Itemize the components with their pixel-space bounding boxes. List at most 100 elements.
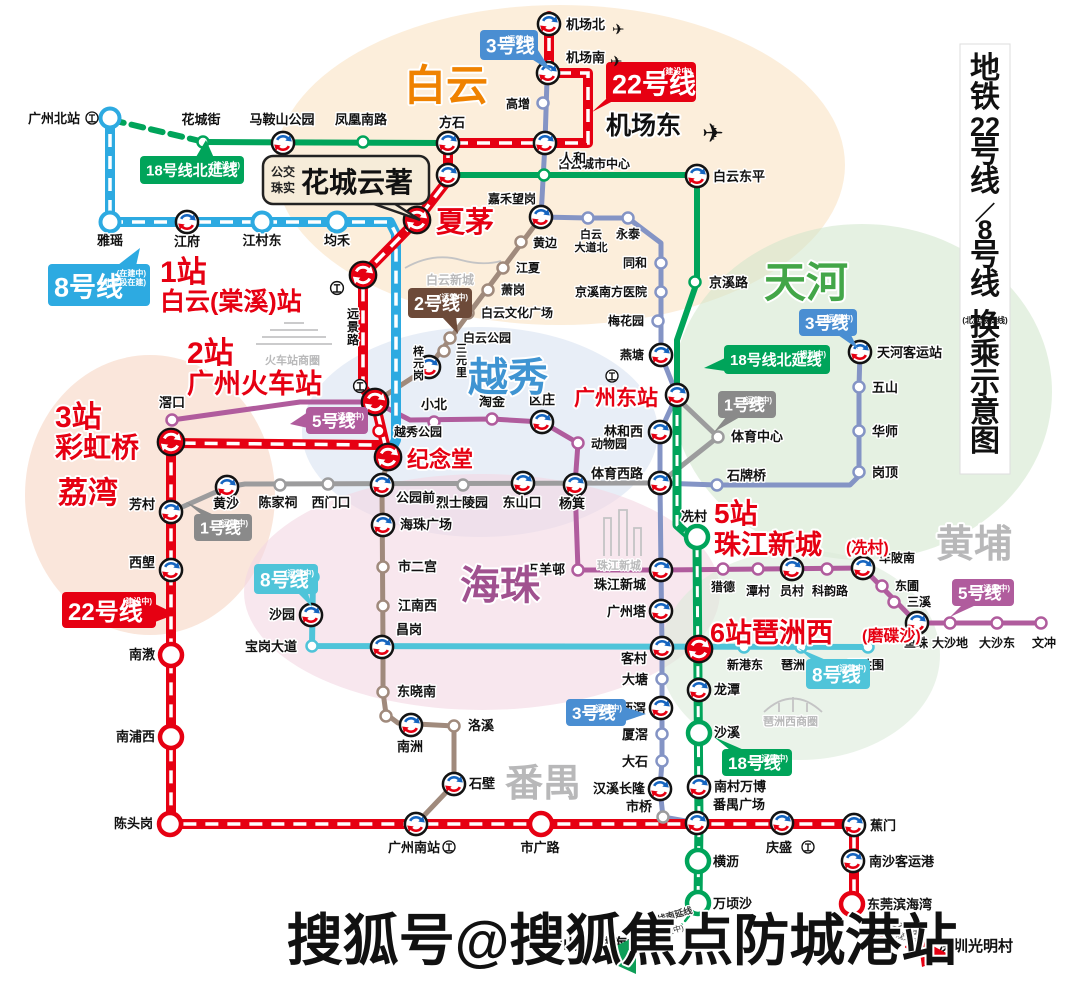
station-marker	[298, 602, 324, 628]
station-marker	[840, 848, 866, 874]
map-text: 白云	[404, 62, 488, 109]
station-label: 江村东	[242, 233, 281, 248]
station-label: 人和	[560, 151, 586, 166]
station-label: 白云公园	[463, 330, 511, 345]
station-marker	[875, 579, 889, 593]
badge-status: (运营中)	[593, 703, 623, 713]
title-char: 乘	[970, 338, 1000, 371]
badge-pointer	[950, 605, 976, 617]
station-marker	[838, 890, 866, 918]
line-badge: 3号线(运营中)	[799, 309, 858, 349]
map-text: 天河	[764, 259, 848, 306]
station-label: 动物园	[591, 436, 627, 451]
station-label: 岗顶	[872, 465, 898, 480]
title-box	[959, 43, 1011, 475]
station-marker	[441, 771, 467, 797]
station-marker	[664, 382, 690, 408]
title-char: 号	[970, 239, 1000, 272]
station-label: 番禺广场	[712, 797, 765, 812]
line-badges: 3号线(运营中)22号线(建设中)18号线北延线(建设中)8号线(在建中)(北延…	[48, 30, 1014, 776]
station-marker	[841, 812, 867, 838]
station-marker	[527, 810, 555, 838]
badge-label: 3号线	[486, 35, 535, 58]
badge-pointer	[798, 648, 826, 660]
station-marker	[403, 811, 429, 837]
badge-pointer	[155, 604, 176, 622]
line-badge: 3号线(运营中)	[566, 699, 646, 726]
badge-pointer	[186, 502, 214, 515]
station-label: 琶洲	[781, 658, 805, 672]
metro-line-line3	[538, 13, 700, 826]
station-marker	[536, 11, 562, 37]
station-marker	[684, 634, 714, 664]
station-marker	[887, 595, 901, 609]
map-text: 荔湾	[58, 476, 118, 510]
station-label: 龙潭	[714, 682, 740, 697]
landmark-sketch	[256, 322, 332, 345]
title-char: 22	[970, 112, 1000, 142]
station-label: 同和	[623, 255, 647, 270]
station-marker	[536, 96, 550, 110]
station-marker	[305, 639, 319, 653]
badge-box	[194, 514, 252, 541]
badge-status: (运营中)	[824, 313, 854, 323]
landmark-sketch	[404, 256, 502, 269]
station-marker	[156, 810, 184, 838]
badge-pointer	[442, 316, 458, 334]
station-marker	[379, 709, 393, 723]
map-text: 越秀	[468, 356, 548, 400]
station-marker	[158, 499, 184, 525]
badge-label: 18号线	[728, 753, 781, 773]
station-label: 五山	[872, 380, 898, 395]
map-text: 白云新城	[426, 272, 474, 287]
station-marker	[686, 677, 712, 703]
title-char: (北延段支线)	[962, 315, 1008, 325]
station-marker	[535, 60, 561, 86]
rail-icon	[442, 840, 456, 854]
station-label: 宝岗大道	[245, 639, 297, 654]
station-marker	[157, 723, 185, 751]
metro-line-line18-north-dashed	[109, 117, 203, 144]
badge-label: 8号线	[812, 664, 861, 687]
station-marker	[376, 560, 390, 574]
station-marker	[737, 640, 751, 654]
station-label: 黄边	[533, 235, 558, 250]
station-marker	[990, 616, 1004, 630]
map-text: 远景路	[347, 307, 360, 347]
badge-status: (运营中)	[743, 395, 773, 405]
station-marker	[156, 427, 186, 457]
station-marker	[655, 727, 669, 741]
map-text: 黄埔	[936, 524, 1012, 566]
station-label: 沙溪	[714, 725, 741, 740]
badge-status: (在建中)	[117, 268, 147, 278]
station-label: 南沙客运港	[869, 854, 935, 869]
station-label: 南洲	[397, 739, 423, 754]
title-char: 铁	[970, 81, 1000, 114]
station-label: 烈士陵园	[436, 495, 488, 510]
station-label: 新港东	[727, 657, 763, 672]
station-marker	[537, 168, 551, 182]
station-label: 文冲	[1032, 635, 1056, 650]
station-marker	[370, 512, 396, 538]
badge-pointer	[118, 248, 140, 266]
station-marker	[648, 342, 674, 368]
badge-label: 8号线	[260, 569, 309, 592]
station-marker	[711, 430, 725, 444]
station-label: 五羊邨	[526, 562, 565, 577]
watermark: 搜狐号@搜狐焦点防城港站	[285, 907, 960, 974]
station-marker	[372, 424, 386, 438]
station-marker	[647, 419, 673, 445]
station-label: 花城街	[181, 112, 220, 127]
station-label: 万顷沙	[712, 896, 752, 911]
station-marker	[376, 599, 390, 613]
station-marker	[510, 470, 536, 496]
map-texts: 白云天河越秀海珠荔湾番禺黄埔1站白云(棠溪)站2站广州火车站3站彩虹桥5站珠江新…	[53, 21, 1015, 974]
map-text: 机场东	[606, 111, 681, 140]
badge-status: (运营中)	[837, 663, 867, 673]
station-label: 车陂南	[879, 550, 915, 565]
map-text: 广州火车站	[187, 368, 322, 399]
map-text: 5站	[714, 498, 758, 529]
map-text: 海珠	[460, 564, 541, 608]
badge-status: (运营中)	[335, 411, 365, 421]
